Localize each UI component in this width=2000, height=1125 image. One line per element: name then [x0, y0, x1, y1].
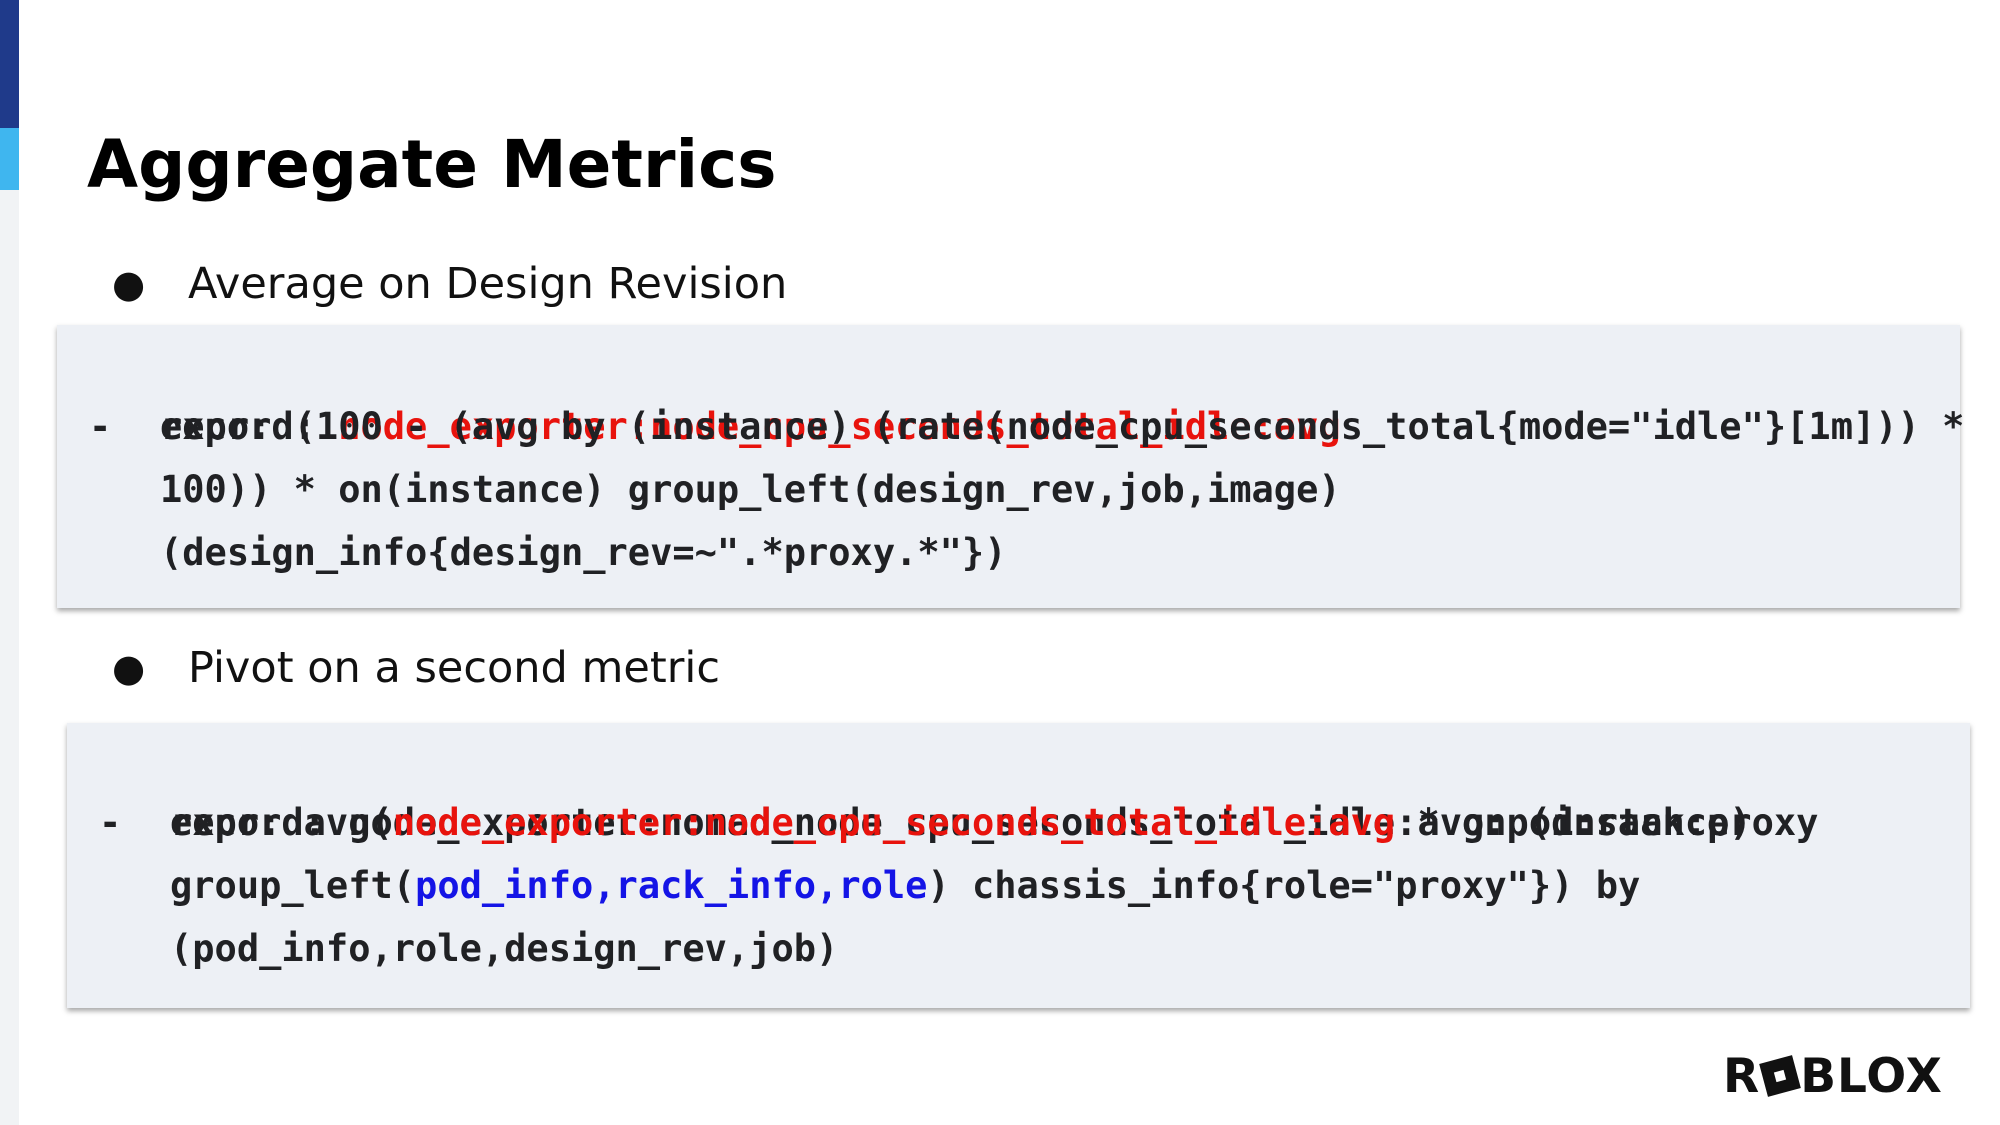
- bullet-text: Average on Design Revision: [188, 259, 788, 309]
- code-line-expr-2: 100)) * on(instance) group_left(design_r…: [160, 468, 1341, 511]
- accent-bar-light: [0, 128, 19, 190]
- accent-bar-dark: [0, 0, 19, 128]
- expr-prefix: expr: avg(: [170, 801, 393, 844]
- code-line-record: - record: node_exporter:node_cpu_seconds_…: [57, 332, 1341, 448]
- code-line-expr-3: (design_info{design_rev=~".*proxy.*"}): [160, 531, 1007, 574]
- logo-tilted-square-icon: [1759, 1055, 1802, 1097]
- logo-letters-blox: BLOX: [1800, 1048, 1943, 1104]
- code-block-average: - record: node_exporter:node_cpu_seconds_…: [57, 325, 1964, 608]
- group-left-suffix: ) chassis_info{role="proxy"}) by: [927, 864, 1641, 907]
- record-metric-name: node_exporter:node_cpu_seconds_total_idl…: [338, 405, 1341, 448]
- record-label: record:: [160, 405, 339, 448]
- bullet-text: Pivot on a second metric: [188, 643, 720, 693]
- slide-title: Aggregate Metrics: [87, 126, 777, 203]
- expr-suffix: * on (instance): [1395, 801, 1752, 844]
- label-rack-info: rack_info: [615, 864, 817, 907]
- code-line-record: - record: node_exporter:nomad_node_cpu_se…: [67, 728, 1818, 844]
- bullet-dot-icon: ●: [112, 646, 146, 690]
- left-edge-bar: [0, 0, 19, 1125]
- code-block-pivot: - record: node_exporter:nomad_node_cpu_se…: [67, 723, 1970, 1008]
- label-comma: ,: [816, 864, 839, 907]
- record-line: record: node_exporter:node_cpu_seconds_t…: [160, 395, 1341, 458]
- label-comma: ,: [593, 864, 616, 907]
- bullet-dot-icon: ●: [112, 262, 146, 306]
- bullet-pivot-second-metric: ● Pivot on a second metric: [112, 638, 1012, 698]
- code-line-by: (pod_info,role,design_rev,job): [170, 927, 839, 970]
- logo-letter-r: R: [1723, 1048, 1761, 1104]
- record-line: record: node_exporter:nomad_node_cpu_sec…: [170, 801, 1819, 844]
- bullet-average-design-revision: ● Average on Design Revision: [112, 254, 1012, 314]
- roblox-logo: R BLOX: [1723, 1049, 1943, 1104]
- expr-metric-name: node_exporter:node_cpu_seconds_total_idl…: [392, 801, 1396, 844]
- code-line-expr-1: expr: (100 - (avg by (instance) (rate(no…: [160, 405, 1965, 448]
- group-left-prefix: group_left(: [170, 864, 416, 907]
- list-dash: -: [89, 405, 112, 448]
- label-role: role: [838, 864, 928, 907]
- label-pod-info: pod_info: [415, 864, 594, 907]
- code-line-group-left: group_left(pod_info,rack_info,role) chas…: [170, 854, 1640, 917]
- code-line-expr: expr: avg(node_exporter:node_cpu_seconds…: [170, 791, 1752, 854]
- list-dash: -: [99, 801, 122, 844]
